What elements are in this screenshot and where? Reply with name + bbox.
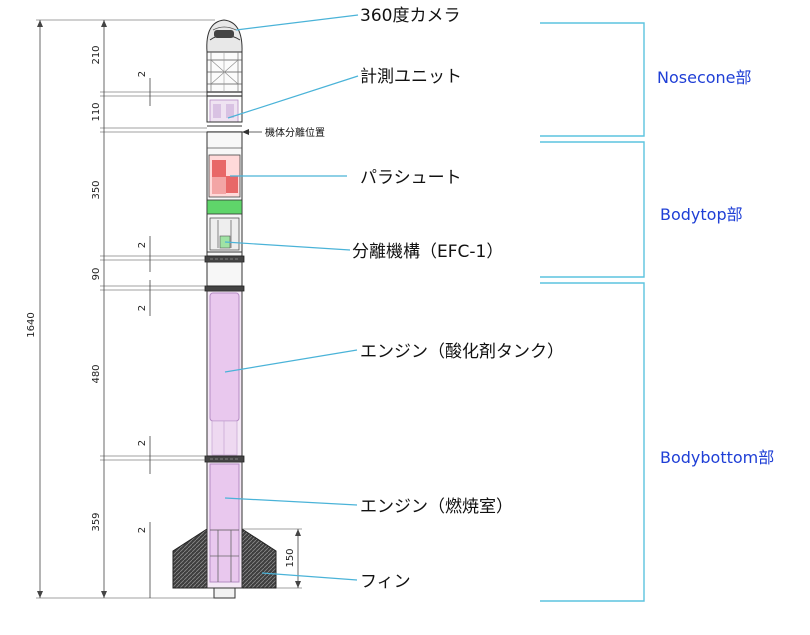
combustion-chamber (209, 463, 240, 583)
section-brackets (540, 22, 645, 602)
rocket-body (172, 19, 277, 599)
dim-359: 359 (91, 512, 102, 531)
bracket-bodybottom (540, 282, 645, 602)
dim-350: 350 (91, 180, 102, 199)
dim-total: 1640 (26, 312, 37, 337)
bracket-bodytop (540, 141, 645, 278)
label-engine-tank: エンジン（酸化剤タンク） (360, 342, 564, 362)
section-nosecone: Nosecone部 (657, 68, 752, 87)
bracket-nosecone (540, 22, 645, 137)
fin-left (172, 528, 208, 589)
dim-150: 150 (285, 548, 296, 567)
label-camera: 360度カメラ (360, 6, 460, 26)
dim-gap-5: 2 (137, 527, 148, 533)
camera-dome (214, 30, 234, 38)
section-bodybottom: Bodybottom部 (660, 448, 774, 467)
dimensions (36, 19, 302, 599)
leader-lines (224, 14, 359, 581)
dim-110: 110 (91, 102, 102, 121)
dim-gap-2: 2 (137, 242, 148, 248)
coupler-band (206, 199, 243, 215)
label-fin: フィン (360, 572, 411, 592)
separation-position-label: 機体分離位置 (265, 126, 325, 139)
dim-210: 210 (91, 45, 102, 64)
nozzle (213, 587, 236, 599)
dim-90: 90 (91, 268, 102, 281)
dim-gap-4: 2 (137, 440, 148, 446)
dim-gap-1: 2 (137, 71, 148, 77)
label-measurement: 計測ユニット (360, 67, 462, 87)
dim-gap-3: 2 (137, 305, 148, 311)
section-bodytop: Bodytop部 (660, 205, 743, 224)
label-separation: 分離機構（EFC-1） (352, 242, 503, 262)
dim-480: 480 (91, 364, 102, 383)
fin-right (241, 528, 277, 589)
oxidizer-tank (209, 292, 240, 422)
label-parachute: パラシュート (360, 168, 462, 188)
label-engine-chamber: エンジン（燃焼室） (360, 497, 513, 517)
